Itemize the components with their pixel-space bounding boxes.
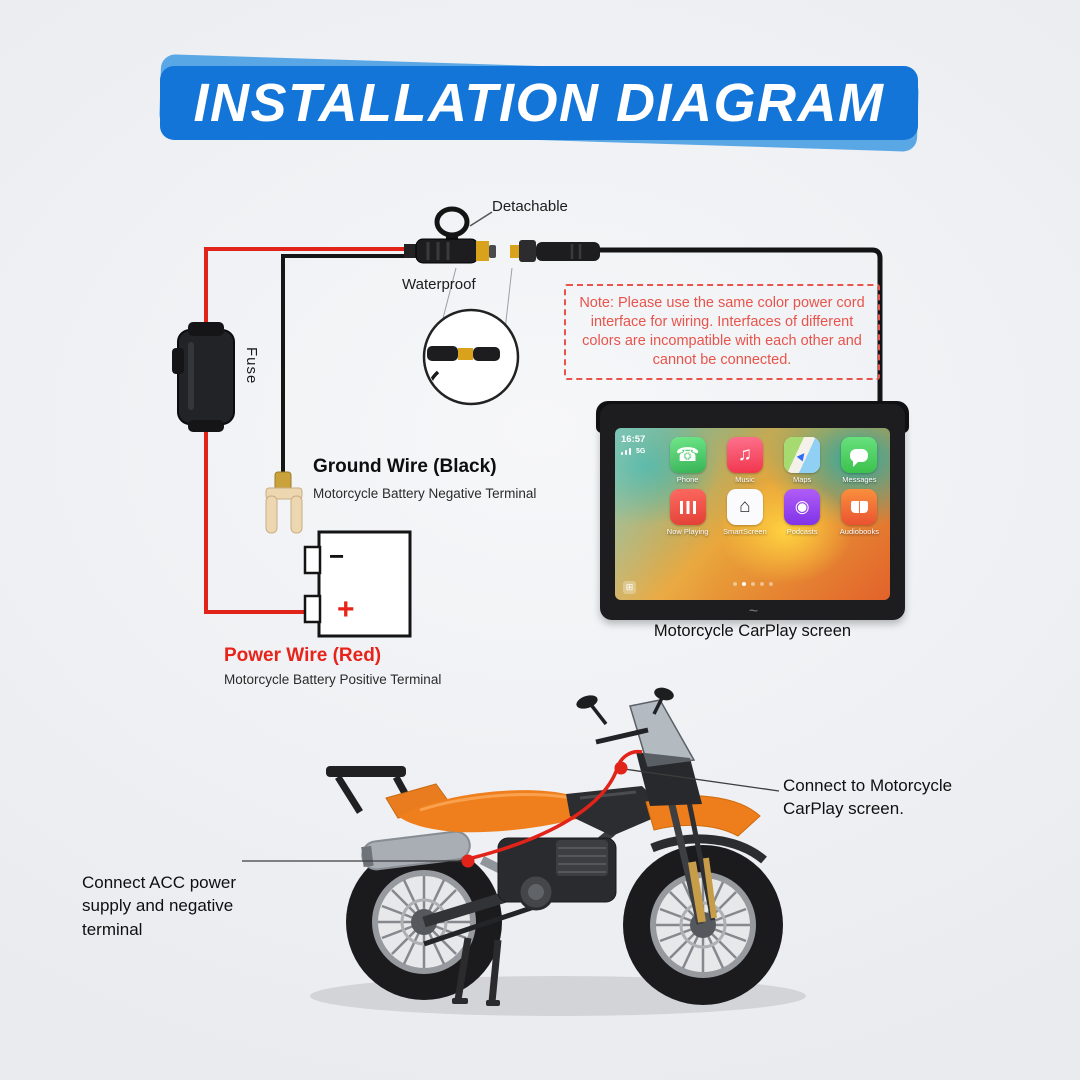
fuse-label: Fuse: [243, 347, 260, 385]
app-music[interactable]: ♫ Music: [716, 437, 773, 484]
app-smartscreen[interactable]: ⌂ SmartScreen: [716, 489, 773, 536]
front-mudguard: [650, 834, 767, 864]
battery-positive-symbol: +: [337, 593, 355, 626]
fuel-tank: [566, 786, 668, 836]
center-stand: [452, 937, 502, 1006]
maps-icon[interactable]: ▲: [784, 437, 821, 473]
power-wire-title: Power Wire (Red): [224, 645, 382, 666]
app-maps[interactable]: ▲ Maps: [774, 437, 831, 484]
app-messages[interactable]: Messages: [831, 437, 888, 484]
app-audiobooks[interactable]: Audiobooks: [831, 489, 888, 536]
ground-wire-subtitle: Motorcycle Battery Negative Terminal: [313, 486, 537, 501]
carplay-caption: Motorcycle CarPlay screen: [653, 622, 852, 640]
podcasts-icon[interactable]: ◉: [784, 489, 821, 525]
ground-wire-title: Ground Wire (Black): [313, 456, 497, 477]
wiring-note: Note: Please use the same color power co…: [564, 284, 880, 380]
waterproof-connector-female: [510, 240, 600, 262]
connector-magnifier: [422, 267, 520, 406]
app-now-playing[interactable]: Now Playing: [659, 489, 716, 536]
connection-dot-screen: [614, 761, 628, 775]
app-phone[interactable]: ☎ Phone: [659, 437, 716, 484]
app-podcasts[interactable]: ◉ Podcasts: [774, 489, 831, 536]
battery-outline: [303, 530, 412, 638]
fuse-holder: [172, 322, 235, 432]
screen-cable-path: [598, 247, 883, 420]
music-icon[interactable]: ♫: [726, 437, 763, 473]
title-banner: INSTALLATION DIAGRAM: [160, 66, 918, 140]
ground-wire-path: [281, 254, 436, 478]
motorcycle-illustration: [310, 687, 806, 1016]
audiobooks-icon[interactable]: [841, 489, 878, 525]
page-dots[interactable]: [615, 582, 890, 586]
callout-acc-connect: Connect ACC power supply and negative te…: [82, 873, 237, 939]
device-bezel: 16:57 5G ⊞ ☎ Phone ♫ Music: [600, 404, 905, 620]
callout-line-screen: [623, 768, 780, 792]
rear-rack: [326, 766, 416, 814]
waterproof-label: Waterproof: [402, 276, 476, 293]
battery-negative-symbol: −: [329, 541, 345, 571]
messages-icon[interactable]: [841, 437, 878, 473]
status-time: 16:57: [621, 434, 646, 445]
waterproof-connector-male: [404, 206, 496, 264]
ground-terminal: [265, 471, 303, 534]
network-label: 5G: [636, 448, 646, 455]
callout-screen-connect: Connect to Motorcycle CarPlay screen.: [783, 776, 953, 819]
signal-bars-icon: 5G: [621, 448, 657, 455]
engine: [497, 837, 617, 911]
carplay-device: 16:57 5G ⊞ ☎ Phone ♫ Music: [596, 401, 909, 620]
smartscreen-icon[interactable]: ⌂: [726, 489, 763, 525]
handlebar: [595, 727, 649, 745]
app-grid: ☎ Phone ♫ Music ▲ Maps Messages: [659, 437, 888, 536]
seat: [398, 790, 600, 833]
now-playing-icon[interactable]: [669, 489, 706, 525]
home-grid-icon[interactable]: ⊞: [623, 581, 636, 594]
carplay-screen: 16:57 5G ⊞ ☎ Phone ♫ Music: [615, 428, 890, 600]
brand-swoosh-icon: ~: [748, 603, 758, 620]
detachable-label: Detachable: [492, 198, 568, 215]
front-forks: [664, 781, 717, 925]
status-sidebar: 16:57 5G: [621, 434, 657, 455]
connection-dot-acc: [461, 854, 475, 868]
mirrors: [576, 687, 674, 726]
power-wire-subtitle: Motorcycle Battery Positive Terminal: [224, 672, 442, 687]
detachable-pointer-line: [469, 211, 493, 227]
phone-icon[interactable]: ☎: [669, 437, 706, 473]
front-wheel: [623, 845, 783, 1005]
windscreen: [629, 699, 696, 767]
page-title: INSTALLATION DIAGRAM: [193, 73, 885, 133]
